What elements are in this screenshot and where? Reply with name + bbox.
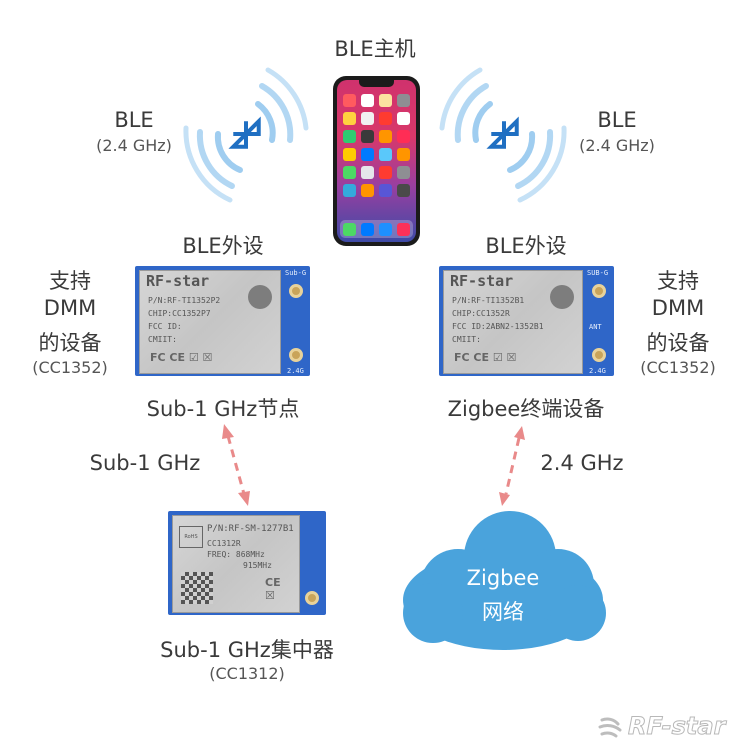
module-tag: 2.4G (589, 367, 606, 375)
antenna-connector-icon (305, 591, 319, 605)
concentrator-chip: (CC1312) (209, 664, 285, 683)
right-peripheral-title: BLE外设 (485, 234, 567, 258)
left-peripheral-title: BLE外设 (182, 234, 264, 258)
cert-marks-icon: FC CE ☑ ☒ (150, 351, 213, 364)
watermark-wave-icon (598, 717, 622, 738)
right-ble-label: BLE (597, 108, 637, 132)
module-text: FCC ID:2ABN2-1352B1 (452, 322, 544, 331)
left-dmm-line1: 支持 (49, 269, 91, 293)
left-peripheral-caption: Sub-1 GHz节点 (146, 397, 300, 421)
module-text: CHIP:CC1352R (452, 309, 510, 318)
rf-logo-icon (550, 285, 574, 309)
rohs-mark-icon: RoHS (179, 526, 203, 548)
module-tag: SUB-G (587, 269, 609, 277)
right-module-image: RF-star P/N:RF-TI1352B1 CHIP:CC1352R FCC… (439, 266, 614, 376)
right-ble-freq: (2.4 GHz) (579, 136, 655, 155)
left-module-image: RF-star P/N:RF-TI1352P2 CHIP:CC1352P7 FC… (135, 266, 310, 376)
module-text: CMIIT: (452, 335, 481, 344)
bluetooth-icon (228, 116, 261, 149)
zigbee-link-label: 2.4 GHz (540, 451, 624, 475)
module-text: FREQ: 868MHz (207, 550, 265, 559)
antenna-connector-icon (592, 284, 606, 298)
right-dmm-line1: 支持 (657, 269, 699, 293)
module-text: 915MHz (243, 561, 272, 570)
smartphone-image (333, 76, 420, 246)
sub1-link-label: Sub-1 GHz (89, 451, 201, 475)
module-tag: ANT (589, 323, 602, 331)
module-text: CHIP:CC1352P7 (148, 309, 211, 318)
central-title: BLE主机 (334, 37, 416, 61)
right-peripheral-caption: Zigbee终端设备 (447, 397, 605, 421)
module-text: P/N:RF-SM-1277B1 (207, 524, 294, 534)
left-ble-freq: (2.4 GHz) (96, 136, 172, 155)
right-dmm-line3: 的设备 (646, 331, 710, 355)
bluetooth-icon (486, 116, 519, 149)
cert-marks-icon: FC CE ☑ ☒ (454, 351, 517, 364)
zigbee-cloud-icon (403, 511, 606, 650)
left-ble-label: BLE (114, 108, 154, 132)
module-text: P/N:RF-TI1352P2 (148, 296, 221, 305)
antenna-connector-icon (592, 348, 606, 362)
left-dmm-line2: DMM (43, 296, 97, 320)
module-text: CC1312R (207, 539, 241, 548)
left-dmm-chip: (CC1352) (32, 358, 108, 377)
antenna-connector-icon (289, 284, 303, 298)
cloud-line1: Zigbee (466, 566, 540, 590)
cert-marks-icon: CE☒ (265, 576, 281, 602)
module-tag: 2.4G (287, 367, 304, 375)
module-text: P/N:RF-TI1352B1 (452, 296, 525, 305)
right-dmm-chip: (CC1352) (640, 358, 716, 377)
rf-logo-icon (248, 285, 272, 309)
concentrator-caption: Sub-1 GHz集中器 (160, 638, 334, 662)
module-text: FCC ID: (148, 322, 182, 331)
module-text: CMIIT: (148, 335, 177, 344)
antenna-connector-icon (289, 348, 303, 362)
watermark-text: RF-star (627, 712, 726, 741)
qr-code-icon (181, 572, 213, 604)
rf-star-watermark-logo: RF-star (596, 712, 744, 742)
module-tag: Sub-G (285, 269, 307, 277)
right-dmm-line2: DMM (651, 296, 705, 320)
left-dmm-line3: 的设备 (38, 331, 102, 355)
concentrator-module-image: RoHS P/N:RF-SM-1277B1 CC1312R FREQ: 868M… (168, 511, 326, 615)
module-brand: RF-star (450, 272, 514, 290)
module-brand: RF-star (146, 272, 210, 290)
cloud-line2: 网络 (482, 600, 524, 624)
